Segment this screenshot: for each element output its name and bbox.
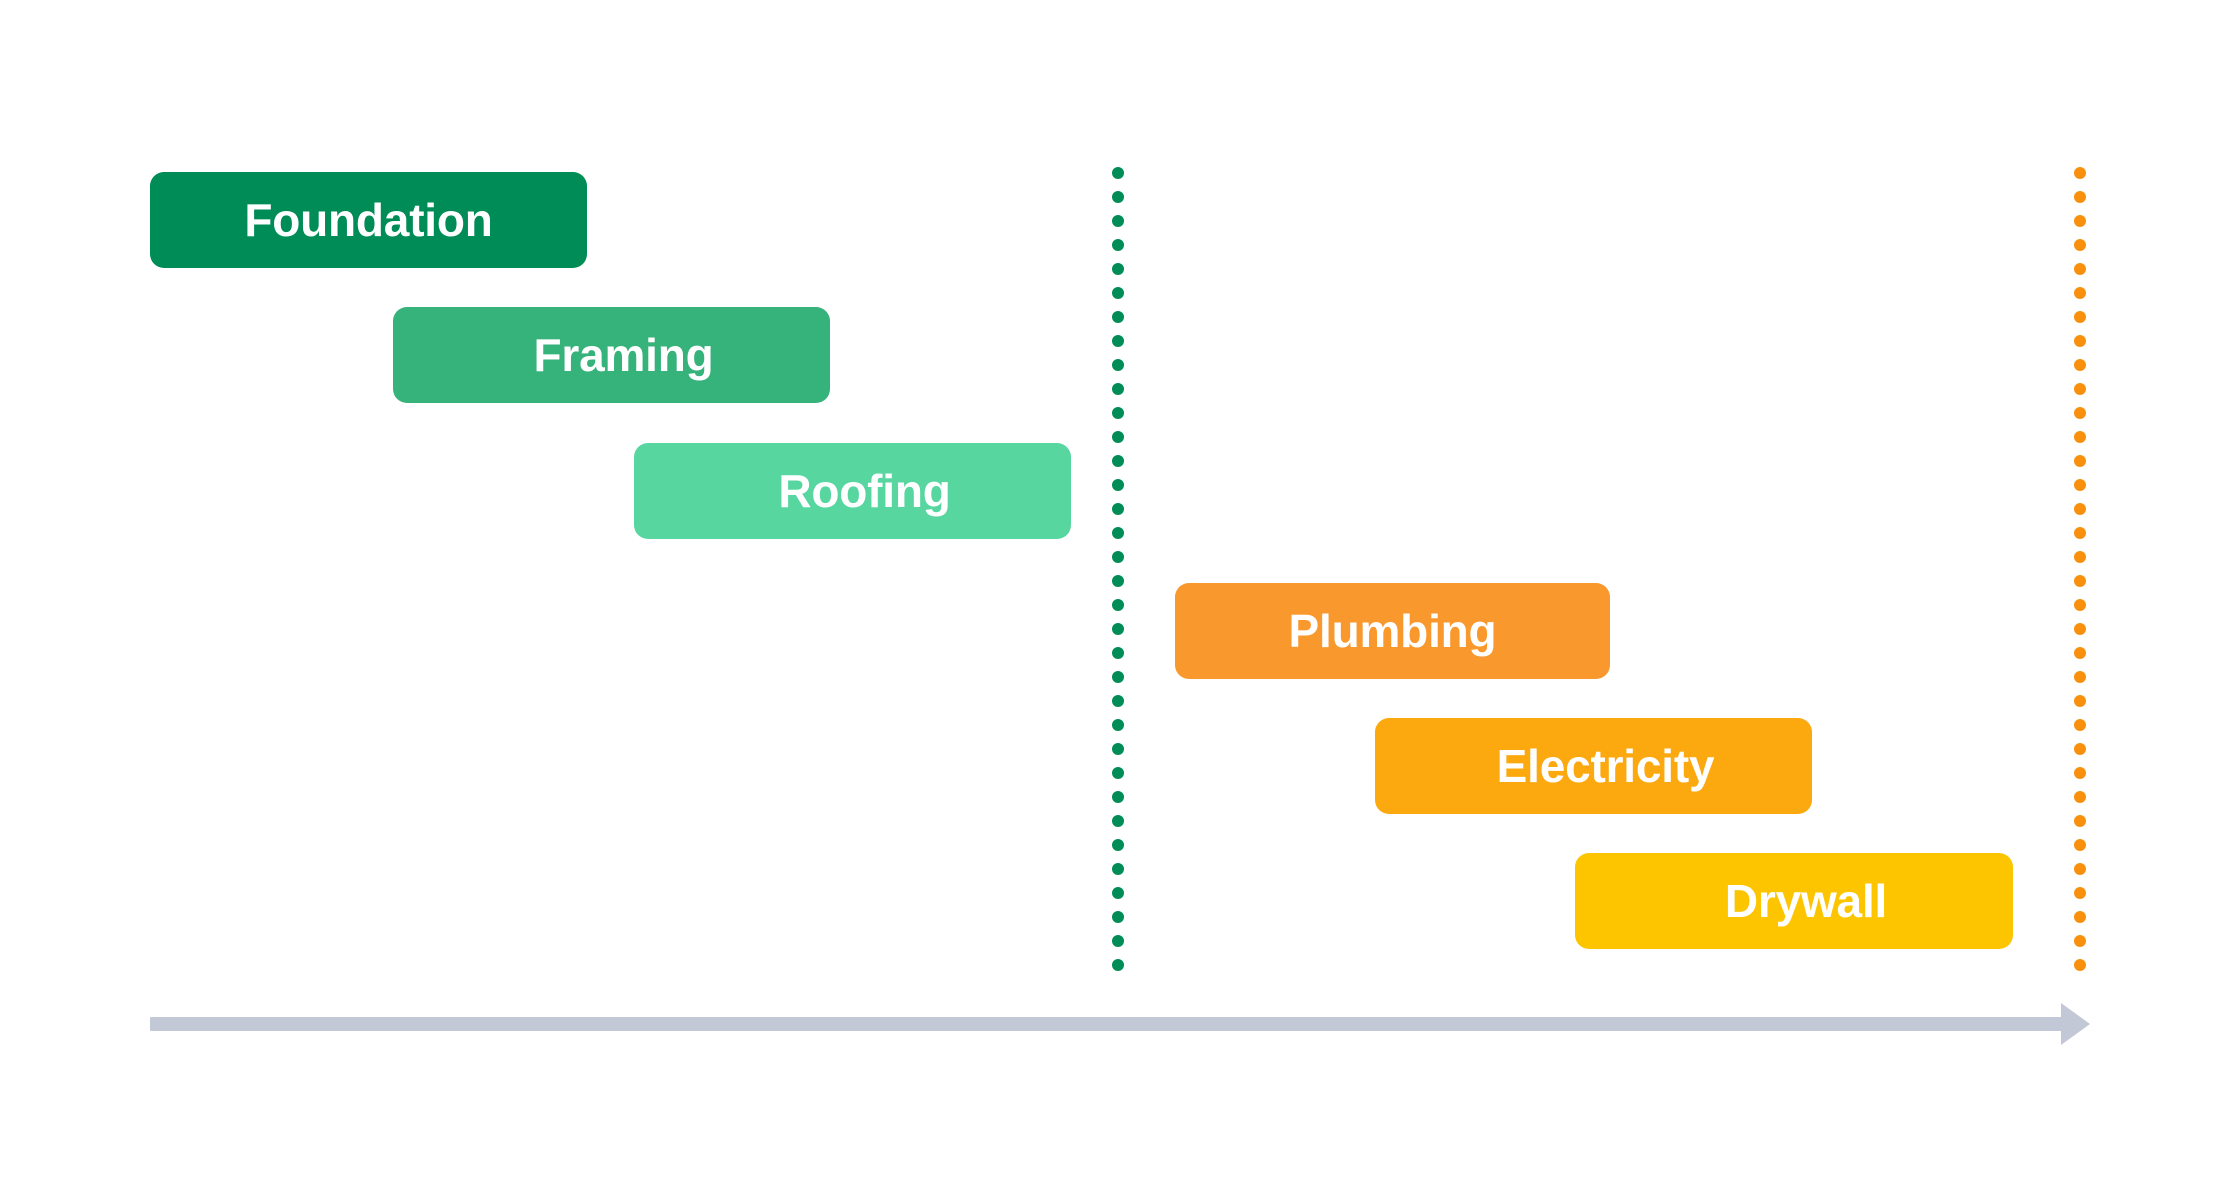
milestone-dot <box>1112 431 1124 443</box>
milestone-dot <box>2074 335 2086 347</box>
task-bar-label: Framing <box>533 329 714 381</box>
milestone-dot <box>2074 431 2086 443</box>
milestone-dot <box>1112 215 1124 227</box>
task-bar-drywall[interactable]: Drywall <box>1575 853 2013 949</box>
milestone-dot <box>2074 719 2086 731</box>
milestone-dot <box>1112 575 1124 587</box>
milestone-dot <box>1112 311 1124 323</box>
milestone-dot <box>1112 527 1124 539</box>
milestone-dot <box>2074 647 2086 659</box>
milestone-dot <box>2074 935 2086 947</box>
milestone-dot <box>1112 383 1124 395</box>
milestone-dot <box>1112 935 1124 947</box>
milestone-dot <box>1112 791 1124 803</box>
milestone-line-systems-phase-end <box>2074 167 2086 971</box>
milestone-dot <box>2074 359 2086 371</box>
milestone-dot <box>1112 887 1124 899</box>
milestone-dot <box>1112 599 1124 611</box>
time-axis-arrowhead-icon <box>2061 1003 2090 1045</box>
milestone-dot <box>2074 695 2086 707</box>
milestone-dot <box>1112 695 1124 707</box>
task-bar-roofing[interactable]: Roofing <box>634 443 1071 539</box>
time-axis-line <box>150 1017 2063 1031</box>
milestone-dot <box>1112 503 1124 515</box>
milestone-dot <box>1112 287 1124 299</box>
milestone-dot <box>2074 767 2086 779</box>
milestone-dot <box>1112 743 1124 755</box>
milestone-dot <box>1112 647 1124 659</box>
milestone-dot <box>2074 383 2086 395</box>
milestone-dot <box>2074 599 2086 611</box>
milestone-dot <box>2074 887 2086 899</box>
milestone-line-structure-phase-end <box>1112 167 1124 971</box>
milestone-dot <box>2074 407 2086 419</box>
milestone-dot <box>2074 239 2086 251</box>
task-bar-label: Drywall <box>1724 875 1888 927</box>
milestone-dot <box>1112 911 1124 923</box>
milestone-dot <box>2074 959 2086 971</box>
task-bar-framing[interactable]: Framing <box>393 307 830 403</box>
milestone-dot <box>1112 479 1124 491</box>
milestone-dot <box>2074 167 2086 179</box>
milestone-dot <box>2074 263 2086 275</box>
milestone-dot <box>1112 455 1124 467</box>
milestone-dot <box>1112 359 1124 371</box>
milestone-dot <box>2074 479 2086 491</box>
task-bar-foundation[interactable]: Foundation <box>150 172 587 268</box>
time-axis <box>150 1003 2090 1045</box>
task-bar-plumbing[interactable]: Plumbing <box>1175 583 1610 679</box>
milestone-dot <box>1112 167 1124 179</box>
milestone-dot <box>2074 287 2086 299</box>
milestone-dot <box>2074 575 2086 587</box>
milestone-dot <box>2074 671 2086 683</box>
milestone-dot <box>1112 863 1124 875</box>
milestone-dot <box>1112 839 1124 851</box>
milestone-dot <box>1112 815 1124 827</box>
milestone-dot <box>2074 743 2086 755</box>
milestone-dot <box>1112 767 1124 779</box>
milestone-dot <box>2074 911 2086 923</box>
milestone-dot <box>2074 191 2086 203</box>
milestone-dot <box>2074 839 2086 851</box>
milestone-dot <box>1112 335 1124 347</box>
milestone-dot <box>2074 551 2086 563</box>
milestone-dot <box>2074 791 2086 803</box>
milestone-dot <box>2074 503 2086 515</box>
milestone-dot <box>2074 215 2086 227</box>
milestone-dot <box>1112 719 1124 731</box>
milestone-dot <box>2074 311 2086 323</box>
milestone-dot <box>1112 263 1124 275</box>
milestone-dot <box>2074 455 2086 467</box>
milestone-dot <box>1112 623 1124 635</box>
milestone-dot <box>1112 671 1124 683</box>
milestone-dot <box>2074 623 2086 635</box>
task-bar-label: Roofing <box>778 465 951 517</box>
task-bar-label: Foundation <box>244 194 493 246</box>
milestone-dot <box>1112 239 1124 251</box>
milestone-dot <box>1112 191 1124 203</box>
milestone-dot <box>2074 863 2086 875</box>
task-bar-label: Plumbing <box>1288 605 1497 657</box>
milestone-dot <box>1112 551 1124 563</box>
milestone-dot <box>2074 815 2086 827</box>
task-bar-label: Electricity <box>1496 740 1715 792</box>
milestone-dot <box>1112 407 1124 419</box>
milestone-dot <box>2074 527 2086 539</box>
task-bar-electricity[interactable]: Electricity <box>1375 718 1812 814</box>
milestone-dot <box>1112 959 1124 971</box>
